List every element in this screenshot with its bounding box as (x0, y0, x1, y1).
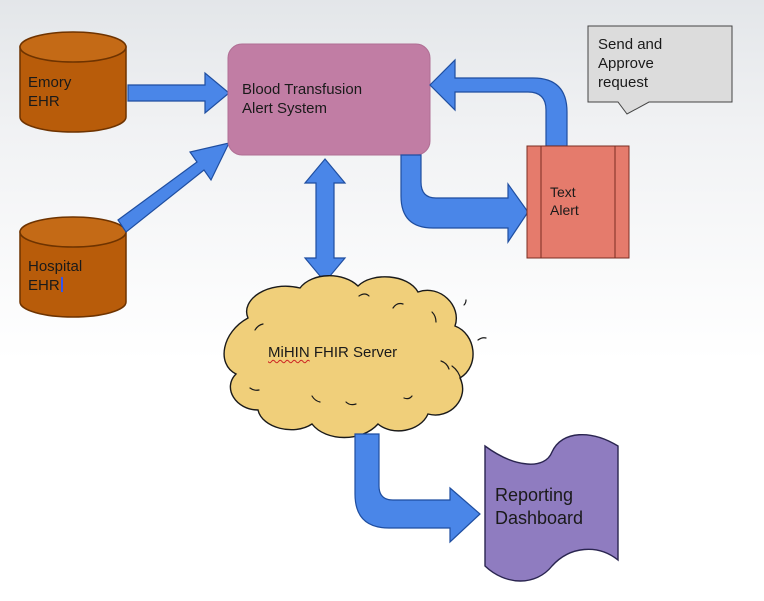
emory-ehr-label-line2: EHR (28, 92, 60, 110)
fhir-server-label-suffix: FHIR Server (309, 344, 398, 361)
hospital-ehr-cylinder-body (19, 231, 127, 318)
fhir-cloud-ticks (249, 293, 487, 406)
arrow-alert-fhir-bidirectional (303, 158, 347, 283)
emory-ehr-cylinder-top (19, 31, 127, 63)
text-alert-rect (526, 145, 630, 259)
callout-label: Send and Approve request (598, 36, 662, 92)
hospital-ehr-label-line2-text: EHR (28, 276, 60, 294)
alert-system-label: Blood Transfusion Alert System (242, 81, 362, 119)
emory-ehr-database[interactable] (19, 31, 127, 133)
text-alert-label: Text Alert (550, 184, 579, 219)
dashboard-label-line1: Reporting (495, 485, 574, 505)
fhir-server-cloud[interactable] (223, 275, 487, 439)
text-alert-label-line2: Alert (550, 201, 579, 218)
text-alert-label-line1: Text (550, 184, 576, 200)
dashboard-label: Reporting Dashboard (495, 484, 583, 529)
dashboard-shape[interactable] (484, 434, 619, 582)
hospital-ehr-label: Hospital EHR (28, 258, 82, 296)
fhir-server-label: MiHIN FHIR Server (268, 344, 397, 363)
arrow-hospital-to-alert (117, 142, 231, 233)
callout-label-line2: Approve (598, 54, 654, 72)
fhir-server-label-prefix: MiHIN (268, 344, 310, 361)
callout-label-line3: request (598, 73, 649, 91)
alert-system-label-line1: Blood Transfusion (242, 81, 363, 98)
callout-bubble (587, 25, 733, 115)
alert-system-label-line2: Alert System (242, 99, 328, 117)
arrow-emory-to-alert (127, 71, 230, 115)
dashboard-label-line2: Dashboard (495, 507, 584, 528)
hospital-ehr-label-line2: EHR (28, 276, 82, 296)
text-cursor (60, 276, 63, 292)
hospital-ehr-database[interactable] (19, 216, 127, 318)
alert-system-box[interactable] (227, 43, 431, 156)
emory-ehr-cylinder-body (19, 46, 127, 133)
arrow-alert-to-textalert (400, 154, 529, 244)
hospital-ehr-label-line1: Hospital (28, 258, 83, 275)
hospital-ehr-cylinder-top (19, 216, 127, 248)
emory-ehr-label-line1: Emory (28, 74, 72, 91)
arrow-textalert-to-alert (429, 58, 568, 147)
emory-ehr-label: Emory EHR (28, 74, 71, 112)
arrow-fhir-to-dashboard (354, 433, 481, 544)
text-alert-box[interactable] (526, 145, 630, 259)
callout-label-line1: Send and (598, 36, 663, 53)
